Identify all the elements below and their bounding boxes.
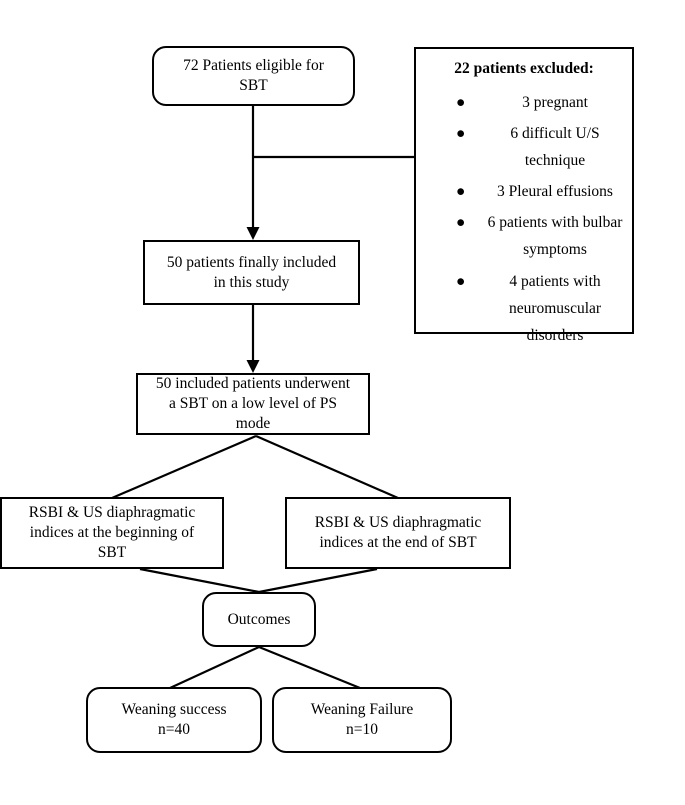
node-failure-line1: Weaning Failure [310, 701, 414, 719]
node-weaning-success: Weaning success n=40 [86, 687, 262, 753]
node-eligible-line1: 72 Patients eligible for [183, 57, 324, 75]
excluded-item-text: 6 patients with bulbar symptoms [487, 214, 623, 259]
node-included-line2: in this study [213, 273, 290, 291]
bullet-icon: ● [456, 214, 466, 232]
connector-underwent-to-rsbi-begin [111, 434, 257, 500]
excluded-item-text: 6 difficult U/S technique [510, 124, 600, 170]
node-rsbi-begin-line1: RSBI & US diaphragmatic [28, 504, 196, 522]
excluded-list-item: ● 6 difficult U/S technique [456, 120, 626, 174]
bullet-icon: ● [456, 183, 466, 201]
arrowhead-included [246, 227, 260, 240]
node-sbt-procedure: 50 included patients underwent a SBT on … [136, 373, 370, 435]
excluded-list: ● 3 pregnant ● 6 difficult U/S technique… [422, 89, 626, 349]
node-rsbi-end-line2: indices at the end of SBT [319, 534, 477, 551]
excluded-list-item: ● 6 patients with bulbar symptoms [456, 209, 626, 263]
connector-underwent-to-rsbi-end [255, 434, 399, 500]
excluded-list-item: ● 3 Pleural effusions [456, 178, 626, 205]
node-underwent-line2: a SBT on a low level of PS [168, 395, 338, 413]
node-underwent-text: 50 included patients underwent a SBT on … [146, 374, 360, 433]
node-rsbi-begin-text: RSBI & US diaphragmatic indices at the b… [10, 503, 214, 562]
node-included-text: 50 patients finally included in this stu… [153, 253, 350, 293]
node-rsbi-beginning: RSBI & US diaphragmatic indices at the b… [0, 497, 224, 569]
node-eligible-line2: SBT [239, 77, 268, 94]
node-included-patients: 50 patients finally included in this stu… [143, 240, 360, 305]
connector-outcomes-to-success [169, 646, 260, 689]
node-excluded-patients: 22 patients excluded: ● 3 pregnant ● 6 d… [414, 47, 634, 344]
excluded-list-item: ● 3 pregnant [456, 89, 626, 116]
node-success-line1: Weaning success [121, 701, 227, 719]
excluded-list-item: ● 4 patients with neuromuscular disorder… [456, 268, 626, 349]
node-rsbi-end: RSBI & US diaphragmatic indices at the e… [285, 497, 511, 569]
excluded-title: 22 patients excluded: [454, 60, 594, 77]
connector-rsbi-begin-to-outcomes [139, 567, 260, 594]
excluded-item-text: 3 Pleural effusions [497, 183, 613, 201]
connector-rsbi-end-to-outcomes [258, 567, 378, 594]
bullet-icon: ● [456, 272, 466, 290]
bullet-icon: ● [456, 93, 466, 111]
connector-outcomes-to-failure [258, 645, 361, 690]
excluded-item-text: 3 pregnant [522, 93, 588, 111]
node-outcomes: Outcomes [202, 592, 316, 647]
node-underwent-line3: mode [235, 414, 271, 432]
node-rsbi-end-line1: RSBI & US diaphragmatic [314, 514, 482, 532]
node-rsbi-end-text: RSBI & US diaphragmatic indices at the e… [295, 513, 501, 553]
node-eligible-text: 72 Patients eligible for SBT [162, 56, 345, 96]
arrowhead-underwent [246, 360, 260, 373]
node-underwent-line1: 50 included patients underwent [155, 375, 351, 393]
excluded-item-text: 4 patients with neuromuscular disorders [508, 272, 602, 344]
bullet-icon: ● [456, 124, 466, 142]
node-success-line2: n=40 [158, 721, 190, 738]
node-rsbi-begin-line2: indices at the beginning of [29, 524, 195, 542]
node-included-line1: 50 patients finally included [166, 253, 337, 271]
node-eligible-patients: 72 Patients eligible for SBT [152, 46, 355, 106]
node-outcomes-text: Outcomes [227, 610, 291, 628]
node-failure-line2: n=10 [346, 721, 378, 738]
node-rsbi-begin-line3: SBT [97, 543, 127, 561]
node-weaning-failure: Weaning Failure n=10 [272, 687, 452, 753]
node-failure-text: Weaning Failure n=10 [282, 700, 442, 740]
node-success-text: Weaning success n=40 [96, 700, 252, 740]
